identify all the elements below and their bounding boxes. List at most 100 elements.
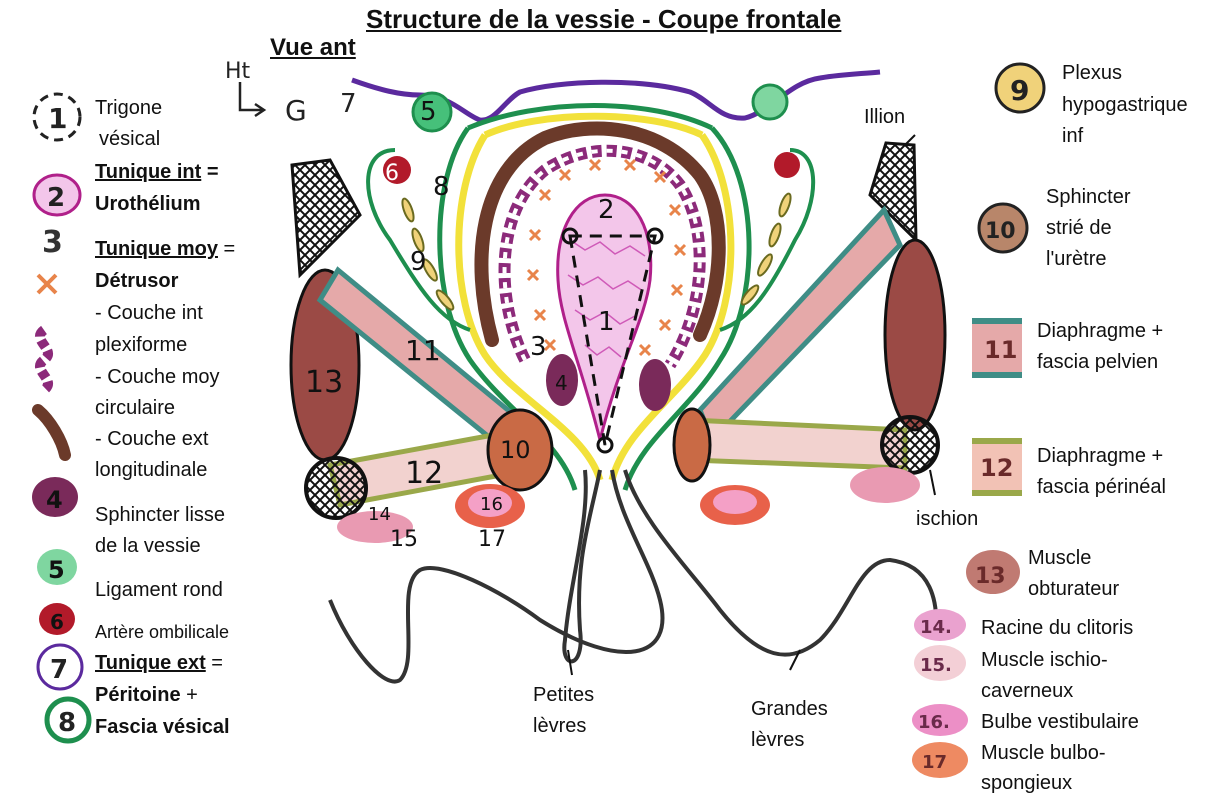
badge-12-num: 12: [980, 454, 1013, 482]
legend-peritoine-label: Péritoine: [95, 684, 181, 706]
diagram-num-15: 15: [390, 527, 418, 552]
legend-racine-clitoris: Racine du clitoris: [981, 613, 1133, 643]
diaphragme-perineal-right: [690, 420, 905, 468]
legend-trigone: Trigone: [95, 93, 162, 123]
orientation-7: 7: [340, 89, 357, 119]
diagram-num-9: 9: [410, 247, 427, 277]
legend-sphincter-lisse: Sphincter lisse: [95, 500, 225, 530]
legend-tunique-ext-title: Tunique ext: [95, 652, 206, 674]
legend-ligament-rond: Ligament rond: [95, 575, 223, 605]
label-petites-levres: lèvres: [533, 711, 586, 741]
legend-tunique-int: Tunique int =: [95, 157, 219, 187]
legend-hypogastrique: hypogastrique: [1062, 90, 1188, 120]
badge-15-num: 15.: [920, 655, 952, 676]
legend-vesical: vésical: [99, 124, 160, 154]
badge-16-num: 16.: [918, 712, 950, 733]
label-ischion: ischion: [916, 504, 978, 534]
badge-4-num: 4: [46, 486, 63, 514]
legend-urothelium: Urothélium: [95, 189, 201, 219]
legend-tunique-moy-eq: =: [218, 238, 235, 260]
badge-6-num: 6: [50, 610, 64, 634]
vulva-outline: [564, 470, 600, 661]
badge-13-num: 13: [975, 564, 1006, 589]
legend-couche-ext: - Couche ext: [95, 424, 208, 454]
diagram-num-13: 13: [305, 365, 343, 400]
legend-muscle: Muscle: [1028, 543, 1091, 573]
sphincter-lisse-right: [639, 359, 671, 411]
badge-x-icon: [38, 275, 56, 293]
badge-7-num: 7: [50, 655, 68, 685]
legend-bulbe-vestibulaire: Bulbe vestibulaire: [981, 707, 1139, 737]
legend-de-la-vessie: de la vessie: [95, 531, 201, 561]
badge-8-num: 8: [58, 708, 76, 738]
diagram-num-3: 3: [530, 332, 547, 362]
legend-tunique-moy-title: Tunique moy: [95, 238, 218, 260]
legend-obturateur: obturateur: [1028, 574, 1119, 604]
legend-circulaire: circulaire: [95, 393, 175, 423]
diagram-num-12: 12: [405, 456, 443, 491]
label-grandes: Grandes: [751, 694, 828, 724]
diagram-num-17: 17: [478, 527, 506, 552]
label-petites: Petites: [533, 680, 594, 710]
legend-fascia-perineal: fascia périnéal: [1037, 472, 1166, 502]
label-grandes-levres: lèvres: [751, 725, 804, 755]
diagram-num-16: 16: [480, 494, 503, 515]
diagram-num-10: 10: [500, 436, 531, 464]
badge-2-num: 2: [47, 183, 65, 213]
legend-muscle-ischio: Muscle ischio-: [981, 645, 1108, 675]
badge-10-num: 10: [985, 219, 1016, 244]
badge-14-num: 14.: [920, 617, 952, 638]
legend-artere-ombilicale: Artère ombilicale: [95, 617, 229, 647]
bulbe-vestibulaire-right: [713, 490, 757, 514]
diagram-num-4: 4: [555, 371, 568, 395]
legend-strie-de: strié de: [1046, 213, 1112, 243]
diagram-num-6: 6: [385, 161, 399, 186]
legend-fascia-vesical: Fascia vésical: [95, 712, 230, 742]
sphincter-strie-right: [674, 409, 710, 481]
badge-11-num: 11: [984, 336, 1017, 364]
legend-peritoine: Péritoine +: [95, 680, 198, 710]
racine-clitoris-right: [850, 467, 920, 503]
legend-detrusor: Détrusor: [95, 266, 178, 296]
diagram-num-8: 8: [433, 172, 450, 202]
diagram-num-5: 5: [420, 97, 437, 127]
legend-diaphragme-1: Diaphragme +: [1037, 316, 1163, 346]
artere-ombilicale-right: [774, 152, 800, 178]
orientation-mark: Ht G 7: [225, 59, 357, 127]
ligament-rond-right: [753, 85, 787, 119]
legend-plexus: Plexus: [1062, 58, 1122, 88]
legend-sphincter: Sphincter: [1046, 182, 1131, 212]
legend-fascia-pelvien: fascia pelvien: [1037, 347, 1158, 377]
legend-tunique-int-title: Tunique int: [95, 161, 201, 183]
legend-tunique-int-eq: =: [201, 161, 218, 183]
legend-couche-moy: - Couche moy: [95, 362, 220, 392]
badge-5-num: 5: [48, 556, 65, 584]
badge-9-num: 9: [1010, 74, 1029, 107]
legend-caverneux: caverneux: [981, 676, 1073, 706]
illion-left: [292, 160, 360, 275]
diagram-num-1: 1: [598, 307, 615, 337]
legend-diaphragme-2: Diaphragme +: [1037, 441, 1163, 471]
ischion-right: [882, 417, 938, 473]
label-illion: Illion: [864, 102, 905, 132]
ischion-left: [306, 458, 366, 518]
diagram-num-2: 2: [598, 195, 615, 225]
legend-tunique-moy: Tunique moy =: [95, 234, 235, 264]
legend-plexiforme: plexiforme: [95, 330, 187, 360]
legend-spongieux: spongieux: [981, 768, 1072, 798]
legend-muscle-bulbo: Muscle bulbo-: [981, 738, 1106, 768]
legend-inf: inf: [1062, 121, 1083, 151]
badge-3-num: 3: [42, 225, 63, 260]
legend-tunique-ext-eq: =: [206, 652, 223, 674]
orientation-ht: Ht: [225, 59, 251, 84]
badge-1-num: 1: [48, 102, 67, 135]
legend-peritoine-plus: +: [181, 684, 198, 706]
legend-tunique-ext: Tunique ext =: [95, 648, 223, 678]
diagram-num-14: 14: [368, 504, 391, 525]
badge-brown-icon: [38, 410, 65, 455]
legend-longitudinale: longitudinale: [95, 455, 207, 485]
orientation-g: G: [285, 94, 307, 127]
muscle-obturateur-right: [885, 240, 945, 430]
diagram-num-11: 11: [405, 334, 441, 367]
